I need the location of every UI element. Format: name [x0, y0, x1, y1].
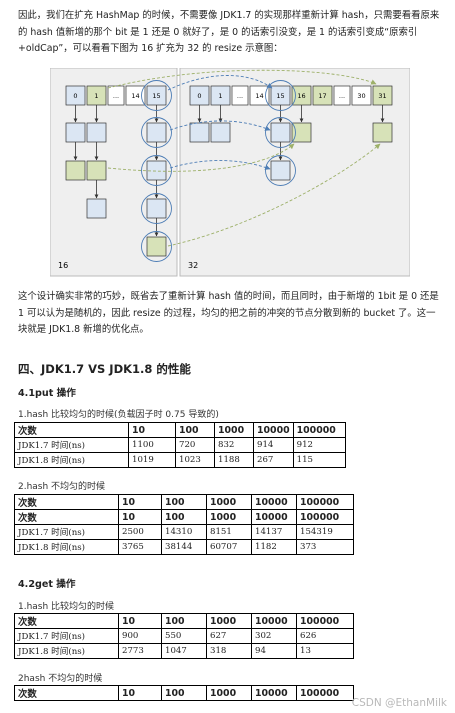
get-nonuniform-caption: 2hash 不均匀的时候 [18, 674, 103, 684]
right-highlight-circles [265, 80, 296, 186]
left-bucket-array: 0 1 ... 14 15 [65, 85, 167, 106]
right-cell-gap-1: ... [237, 92, 243, 100]
left-nodes [65, 122, 167, 257]
right-cell-17: 17 [318, 92, 326, 100]
right-cell-14: 14 [255, 92, 263, 100]
left-cell-0: 0 [73, 92, 77, 100]
left-panel-label: 16 [58, 261, 68, 270]
right-nodes [189, 122, 393, 181]
left-cell-14: 14 [131, 92, 139, 100]
table-row: JDK1.7 时间(ns) 2500 14310 8151 14137 1543… [14, 524, 354, 540]
section-title: 四、JDK1.7 VS JDK1.8 的性能 [18, 362, 191, 376]
table-row: JDK1.7 时间(ns) 900 550 627 302 626 [14, 628, 354, 644]
left-cell-gap: ... [113, 92, 119, 100]
migration-arrows [107, 69, 381, 247]
right-cell-15: 15 [276, 92, 284, 100]
get-nonuniform-table: 次数 10 100 1000 10000 100000 [14, 685, 354, 701]
table-header-row: 次数 10 100 1000 10000 100000 [14, 494, 354, 510]
put-nonuniform-table: 次数 10 100 1000 10000 100000 次数 10 100 10… [14, 494, 354, 555]
table-row: JDK1.8 时间(ns) 2773 1047 318 94 13 [14, 643, 354, 659]
left-cell-15: 15 [152, 92, 160, 100]
put-nonuniform-caption: 2.hash 不均匀的时候 [18, 482, 106, 492]
summary-paragraph: 这个设计确实非常的巧妙，既省去了重新计算 hash 值的时间，而且同时，由于新增… [18, 291, 439, 335]
get-uniform-table: 次数 10 100 1000 10000 100000 JDK1.7 时间(ns… [14, 613, 354, 659]
table-header-row: 次数 10 100 1000 10000 100000 [14, 422, 346, 438]
right-bucket-array [189, 85, 393, 106]
table-header-row: 次数 10 100 1000 10000 100000 [14, 685, 354, 701]
right-cell-31: 31 [378, 92, 386, 100]
put-title: 4.1put 操作 [18, 388, 76, 399]
table-header-row-repeat: 次数 10 100 1000 10000 100000 [14, 509, 354, 525]
put-uniform-caption: 1.hash 比较均匀的时候(负载因子时 0.75 导致的) [18, 410, 219, 420]
table-header-row: 次数 10 100 1000 10000 100000 [14, 613, 354, 629]
table-row: JDK1.8 时间(ns) 3765 38144 60707 1182 373 [14, 539, 354, 555]
table-row: JDK1.7 时间(ns) 1100 720 832 914 912 [14, 437, 346, 453]
right-cell-0: 0 [197, 92, 201, 100]
right-cell-gap-2: ... [339, 92, 345, 100]
right-chains [197, 105, 385, 161]
right-panel-label: 32 [188, 261, 198, 270]
left-highlight-circles [141, 80, 172, 262]
right-cell-30: 30 [357, 92, 365, 100]
right-cell-1: 1 [218, 92, 222, 100]
get-title: 4.2get 操作 [18, 579, 76, 590]
resize-diagram: 0 1 ... 14 15 [50, 68, 410, 277]
left-cell-1: 1 [94, 92, 98, 100]
get-uniform-caption: 1.hash 比较均匀的时候 [18, 602, 115, 612]
csdn-watermark: CSDN @EthanMilk [351, 697, 447, 709]
table-row: JDK1.8 时间(ns) 1019 1023 1188 267 115 [14, 452, 346, 468]
left-chains [73, 105, 159, 237]
put-uniform-table: 次数 10 100 1000 10000 100000 JDK1.7 时间(ns… [14, 422, 346, 468]
right-cell-16: 16 [297, 92, 305, 100]
intro-paragraph: 因此，我们在扩充 HashMap 的时候，不需要像 JDK1.7 的实现那样重新… [18, 10, 440, 54]
